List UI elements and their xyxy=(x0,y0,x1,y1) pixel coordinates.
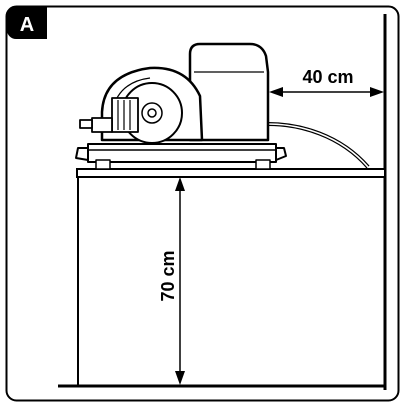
power-cable xyxy=(267,122,370,169)
figure-tag-badge-corner xyxy=(30,7,47,39)
clearance-dimension-label: 40 cm xyxy=(302,67,353,87)
clearance-dimension: 40 cm xyxy=(269,67,384,97)
front-bracket xyxy=(91,117,113,133)
height-arrow-top xyxy=(175,177,185,191)
clearance-arrow-right xyxy=(370,87,384,97)
handle-left xyxy=(75,147,89,161)
height-dimension-label: 70 cm xyxy=(158,250,178,301)
figure-tag-label: A xyxy=(20,14,34,36)
handle-right xyxy=(275,147,287,161)
front-knob-body xyxy=(111,97,139,133)
machine-foot-left xyxy=(95,159,111,170)
clearance-arrow-left xyxy=(269,87,283,97)
front-knob-grips xyxy=(117,100,131,130)
motor-housing xyxy=(188,42,270,142)
table-top xyxy=(76,168,386,178)
tile-saw-machine xyxy=(75,42,287,170)
front-bracket-tab xyxy=(79,119,93,129)
machine-base-tray xyxy=(87,143,277,163)
workbench xyxy=(76,168,386,386)
figure-tag: A xyxy=(7,7,47,39)
machine-foot-right xyxy=(255,159,271,170)
height-dimension: 70 cm xyxy=(158,177,185,385)
figure-frame xyxy=(5,5,400,402)
power-cable-inner xyxy=(267,123,369,168)
blade-hub xyxy=(147,108,157,118)
height-arrow-bottom xyxy=(175,371,185,385)
